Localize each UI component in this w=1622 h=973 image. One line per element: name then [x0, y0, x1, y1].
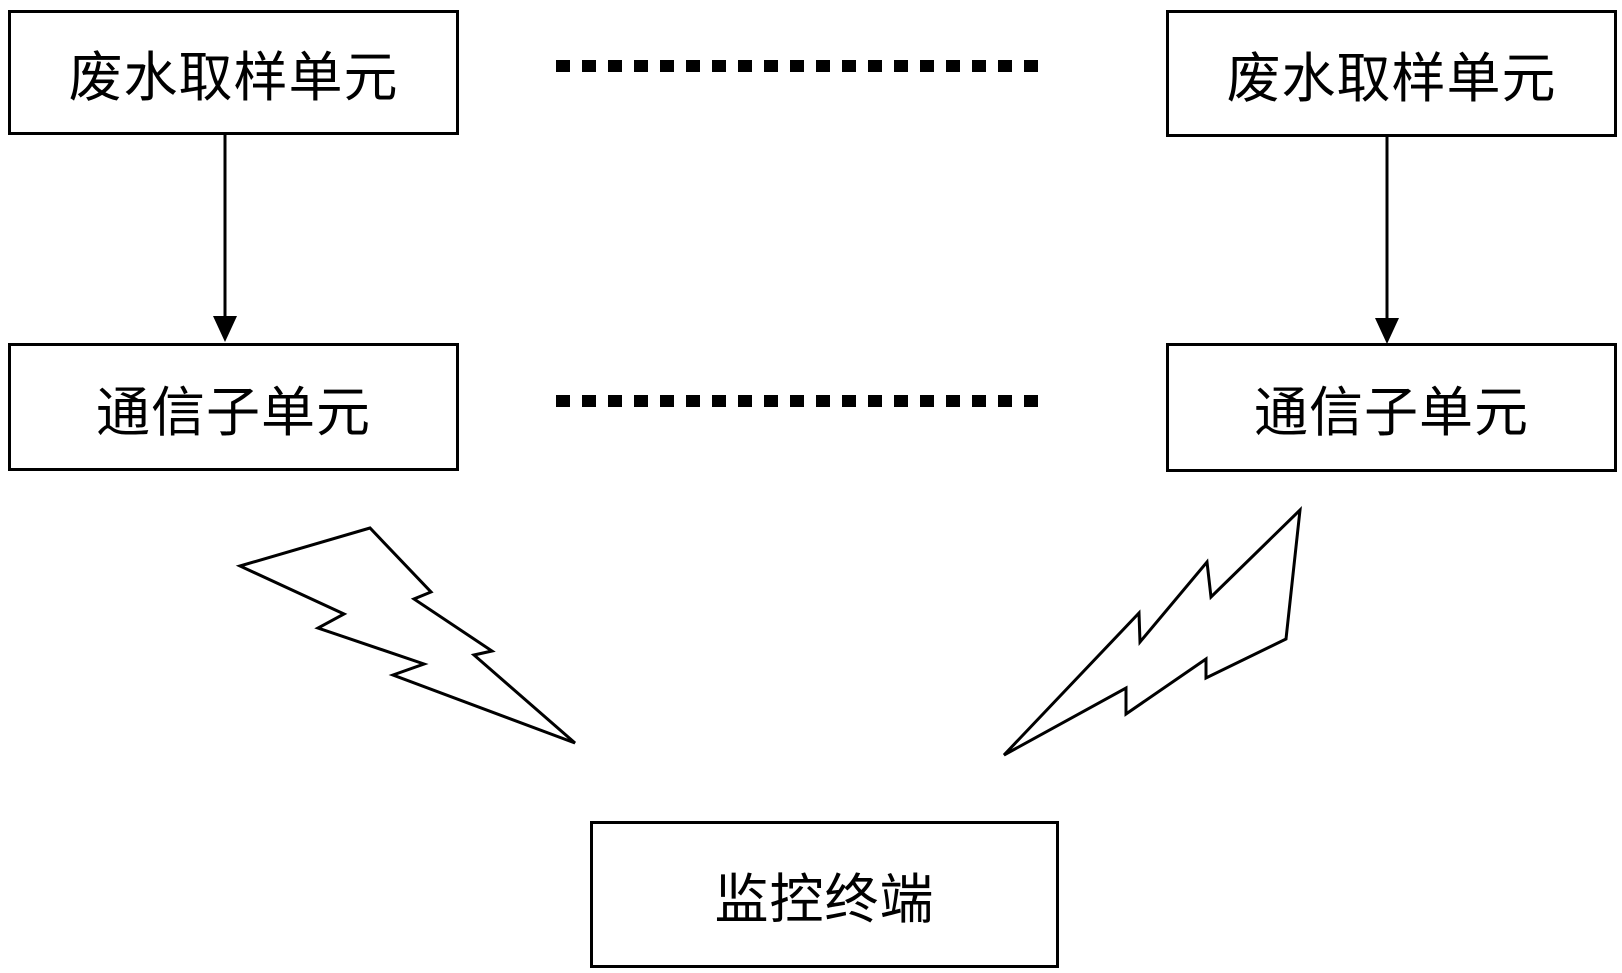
sampling-unit-right-box: 废水取样单元 [1166, 10, 1617, 137]
comm-subunit-left-label: 通信子单元 [96, 380, 371, 444]
wireless-bolt-right [1002, 506, 1302, 757]
sampling-unit-left-box: 废水取样单元 [8, 10, 459, 135]
wireless-bolt-left [235, 526, 576, 745]
arrowhead-right [1375, 318, 1399, 344]
monitoring-terminal-label: 监控终端 [714, 868, 935, 931]
comm-subunit-right-label: 通信子单元 [1254, 381, 1529, 444]
sampling-unit-left-label: 废水取样单元 [68, 46, 399, 109]
arrowhead-left [213, 316, 237, 342]
sampling-unit-right-label: 废水取样单元 [1226, 47, 1557, 110]
monitoring-terminal-box: 监控终端 [590, 821, 1059, 968]
comm-subunit-right-box: 通信子单元 [1166, 343, 1617, 472]
comm-subunit-left-box: 通信子单元 [8, 343, 459, 471]
